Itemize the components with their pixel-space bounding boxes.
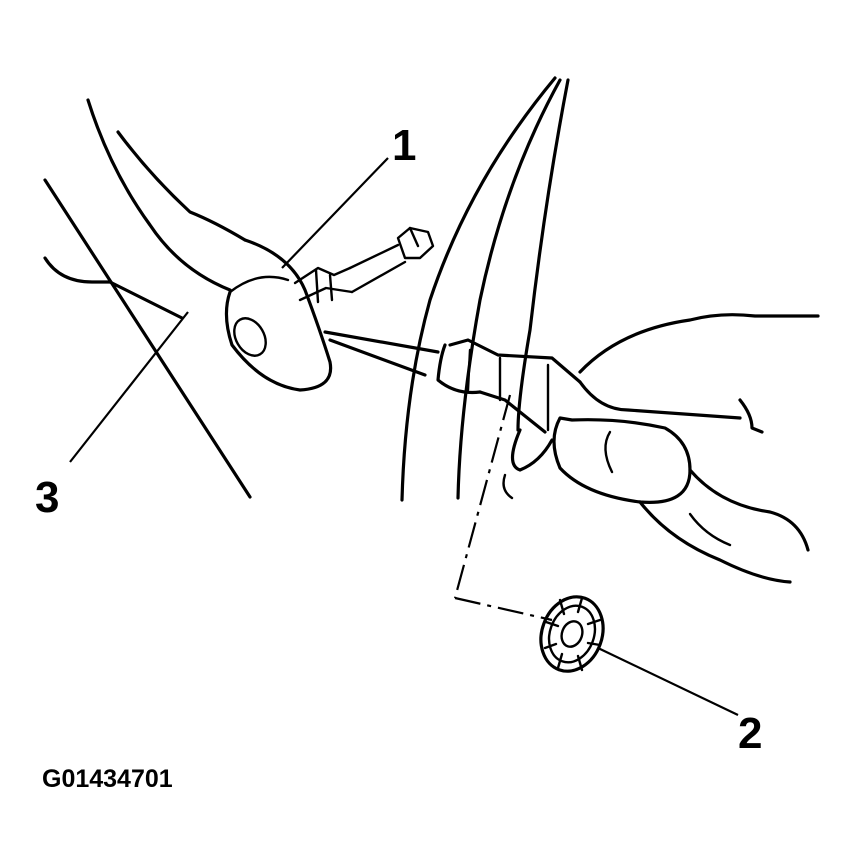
door-panel-lines bbox=[43, 178, 252, 499]
lock-cylinder bbox=[323, 330, 582, 434]
outside-handle bbox=[86, 98, 435, 392]
leader-line-2 bbox=[597, 647, 739, 716]
alignment-line bbox=[453, 394, 553, 622]
door-edge bbox=[400, 76, 570, 502]
callout-3: 3 bbox=[35, 473, 59, 522]
leader-line-3 bbox=[69, 311, 189, 463]
seal-gasket bbox=[539, 595, 605, 673]
leader-lines bbox=[69, 157, 739, 716]
leader-line-1 bbox=[281, 157, 389, 269]
figure-id: G01434701 bbox=[42, 765, 173, 793]
hand bbox=[502, 313, 820, 584]
callout-2: 2 bbox=[738, 709, 762, 758]
callout-1: 1 bbox=[392, 121, 416, 170]
